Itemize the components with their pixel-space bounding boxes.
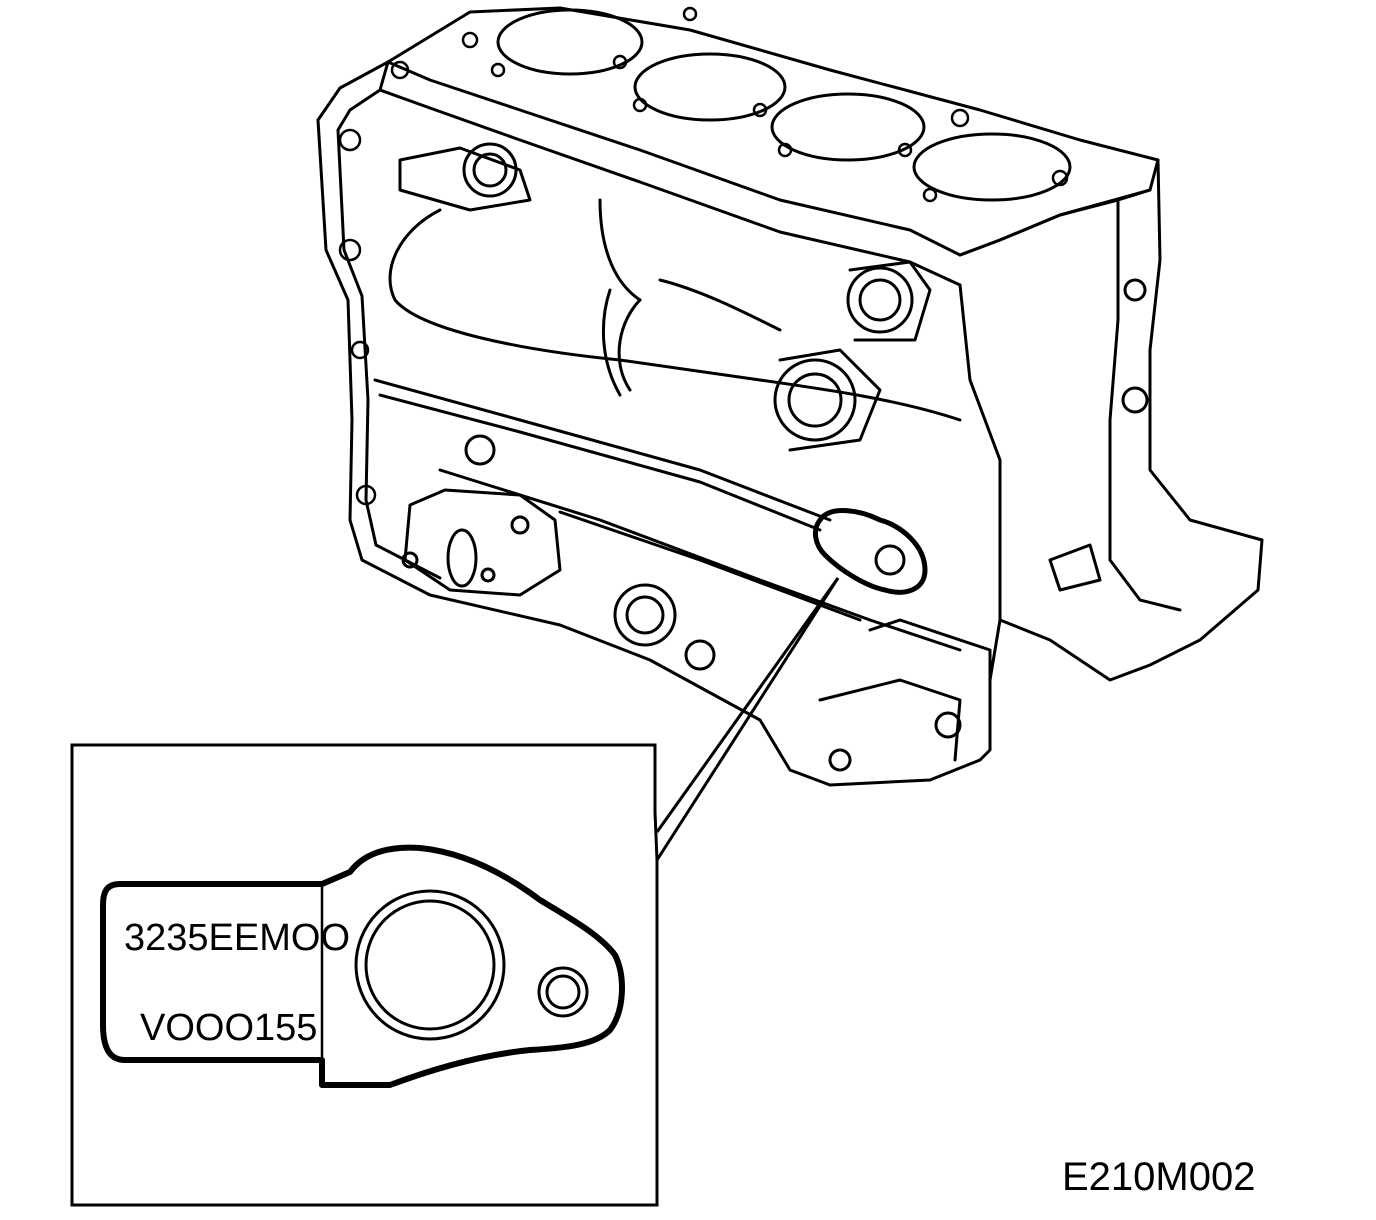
port-oil-drain: [684, 639, 716, 671]
gasket-location-on-block: [812, 508, 928, 595]
block-deck-edge: [378, 60, 962, 287]
inset-frame: [70, 743, 659, 1207]
deck-bolt-holes: [461, 6, 1069, 203]
engine-block: [316, 6, 1264, 787]
front-bolt-holes: [338, 60, 410, 506]
cylinder-bore-4: [912, 132, 1072, 202]
gasket-vendor-code: VOOO155: [140, 1007, 317, 1049]
block-right-inner: [1108, 188, 1182, 612]
side-ports: [398, 142, 1149, 772]
block-front-inner: [336, 88, 442, 580]
oil-filter-mount: [403, 488, 562, 597]
oil-gallery-lower: [438, 468, 962, 652]
oil-gallery-upper: [373, 378, 832, 522]
gasket-bolt-hole: [537, 966, 589, 1018]
block-front-face: [316, 60, 982, 787]
port-middle: [773, 358, 857, 442]
block-right-edge: [958, 283, 1002, 622]
callout-leader: [655, 577, 840, 861]
gasket-part-number: 3235EEMOO: [124, 917, 350, 959]
cylinder-bore-2: [633, 52, 787, 122]
water-jacket: [388, 208, 962, 422]
gasket-detail-inset: 3235EEMOO VOOO155: [70, 743, 659, 1207]
gasket-large-bore: [354, 889, 506, 1041]
gasket-outline: [100, 844, 625, 1088]
port-lower: [613, 583, 677, 647]
port-upper-right: [846, 266, 914, 334]
cylinder-bore-1: [496, 8, 644, 76]
figure-id-label: E210M002: [1062, 1155, 1255, 1199]
cylinder-bore-3: [770, 92, 926, 162]
block-right-face: [978, 158, 1264, 762]
